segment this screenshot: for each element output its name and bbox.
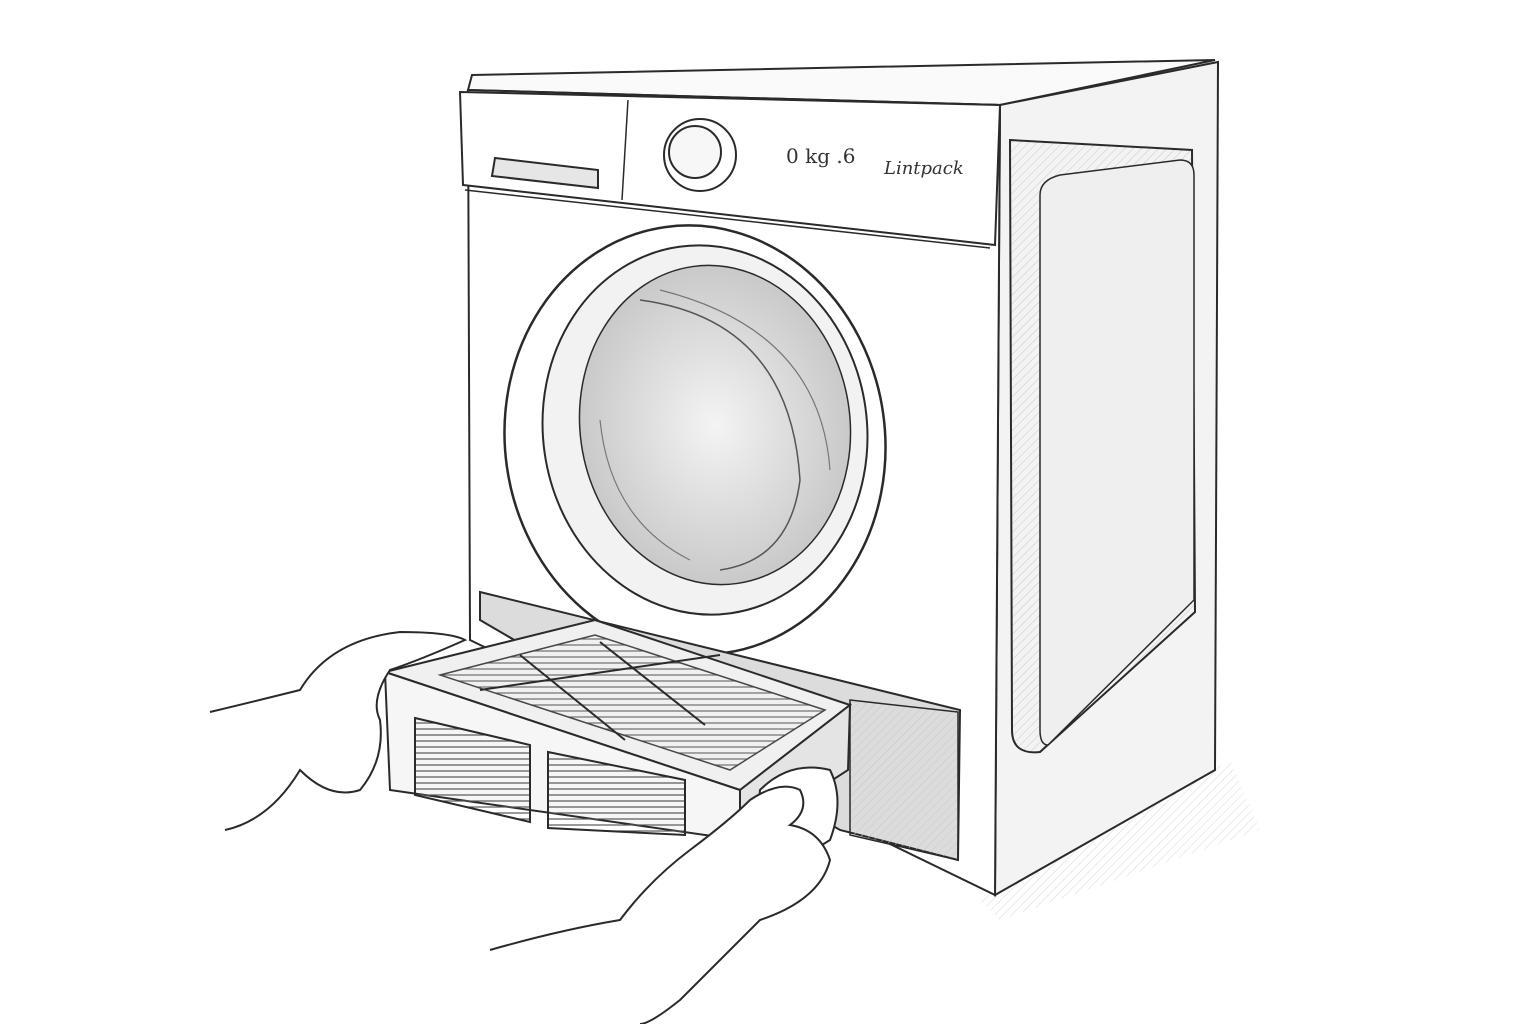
right-hand [489,785,832,1024]
brand-label: Lintpack [884,158,964,179]
detergent-drawer [490,156,599,190]
lint-filter-drawer [381,618,853,862]
dryer-side [993,60,1220,897]
dryer-door [503,224,887,656]
display-readout: 0 kg .6 [786,144,856,168]
floor-shadow [980,760,1260,920]
left-hand [209,630,468,831]
control-knob-icon [663,118,737,192]
